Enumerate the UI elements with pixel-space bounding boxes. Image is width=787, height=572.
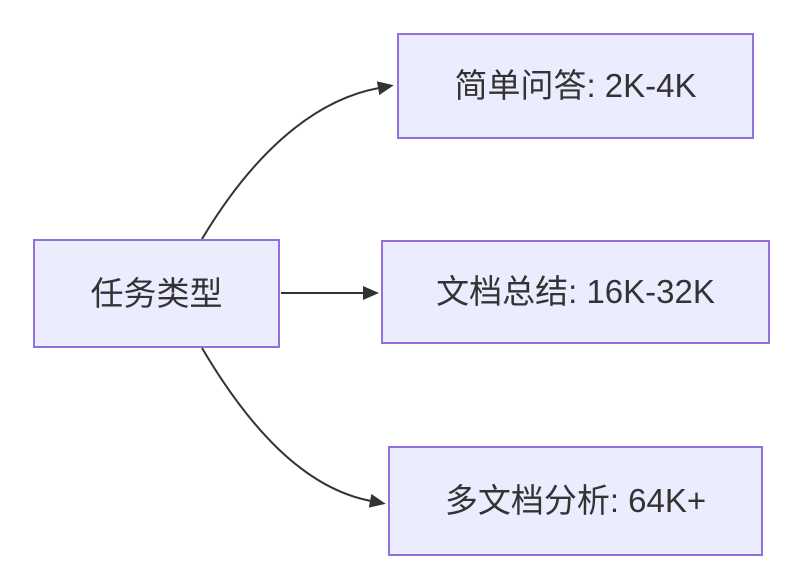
node-multi-doc-label: 多文档分析: 64K+ <box>444 482 707 520</box>
node-multi-doc: 多文档分析: 64K+ <box>388 446 763 556</box>
node-simple-qa: 简单问答: 2K-4K <box>397 33 754 139</box>
edge-root-to-multi-doc <box>201 347 386 508</box>
node-task-type: 任务类型 <box>33 239 280 348</box>
node-doc-summary-label: 文档总结: 16K-32K <box>436 273 715 311</box>
node-doc-summary: 文档总结: 16K-32K <box>381 240 770 344</box>
node-simple-qa-label: 简单问答: 2K-4K <box>454 67 697 105</box>
node-task-type-label: 任务类型 <box>90 274 223 312</box>
edge-root-to-simple-qa <box>201 81 394 240</box>
